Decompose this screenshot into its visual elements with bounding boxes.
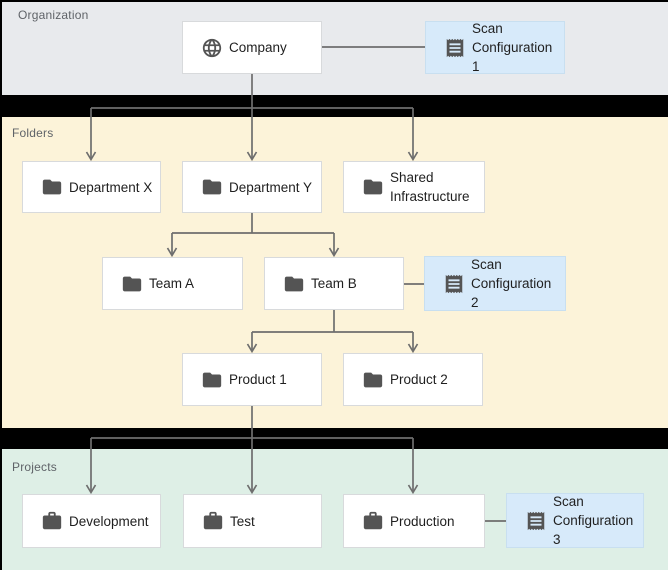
folder-icon: [121, 273, 143, 295]
node-label: Department X: [69, 179, 153, 195]
node-shared-infrastructure: Shared Infrastructure: [343, 161, 485, 213]
node-label: Scan Configuration 3: [553, 494, 634, 547]
node-label: Scan Configuration 2: [471, 257, 552, 310]
node-label: Scan Configuration 1: [472, 21, 553, 74]
globe-icon: [201, 37, 223, 59]
section-organization: [0, 0, 668, 95]
node-scan-configuration-2: Scan Configuration 2: [424, 256, 566, 311]
node-product-1: Product 1: [182, 353, 322, 406]
section-label-projects: Projects: [12, 460, 57, 474]
node-test: Test: [183, 494, 322, 548]
node-label: Product 2: [390, 372, 448, 387]
folder-icon: [362, 369, 384, 391]
folder-icon: [201, 176, 223, 198]
folder-icon: [362, 176, 384, 198]
receipt-icon: [444, 37, 466, 59]
node-scan-configuration-1: Scan Configuration 1: [425, 21, 565, 74]
receipt-icon: [525, 510, 547, 532]
folder-icon: [41, 176, 63, 198]
briefcase-icon: [362, 510, 384, 532]
node-label: Team B: [311, 276, 357, 291]
node-department-x: Department X: [22, 161, 161, 213]
briefcase-icon: [202, 510, 224, 532]
image-border-top: [0, 0, 668, 2]
node-development: Development: [22, 494, 161, 548]
node-department-y: Department Y: [182, 161, 322, 213]
receipt-icon: [443, 273, 465, 295]
briefcase-icon: [41, 510, 63, 532]
separator-bar-top: [0, 95, 668, 117]
folder-icon: [283, 273, 305, 295]
node-scan-configuration-3: Scan Configuration 3: [506, 493, 644, 548]
section-label-folders: Folders: [12, 126, 54, 140]
folder-icon: [201, 369, 223, 391]
separator-bar-bottom: [0, 428, 668, 449]
node-label: Team A: [149, 276, 195, 291]
section-label-organization: Organization: [18, 8, 89, 22]
node-company: Company: [182, 21, 322, 74]
node-label: Shared Infrastructure: [390, 170, 470, 204]
node-label: Department Y: [229, 179, 313, 195]
node-team-a: Team A: [102, 257, 243, 310]
node-label: Test: [230, 513, 255, 529]
node-team-b: Team B: [264, 257, 404, 310]
node-label: Company: [229, 40, 287, 55]
node-product-2: Product 2: [343, 353, 483, 406]
image-border-left: [0, 0, 2, 570]
node-label: Production: [390, 513, 455, 529]
node-label: Development: [69, 513, 149, 529]
node-label: Product 1: [229, 372, 287, 387]
node-production: Production: [343, 494, 485, 548]
